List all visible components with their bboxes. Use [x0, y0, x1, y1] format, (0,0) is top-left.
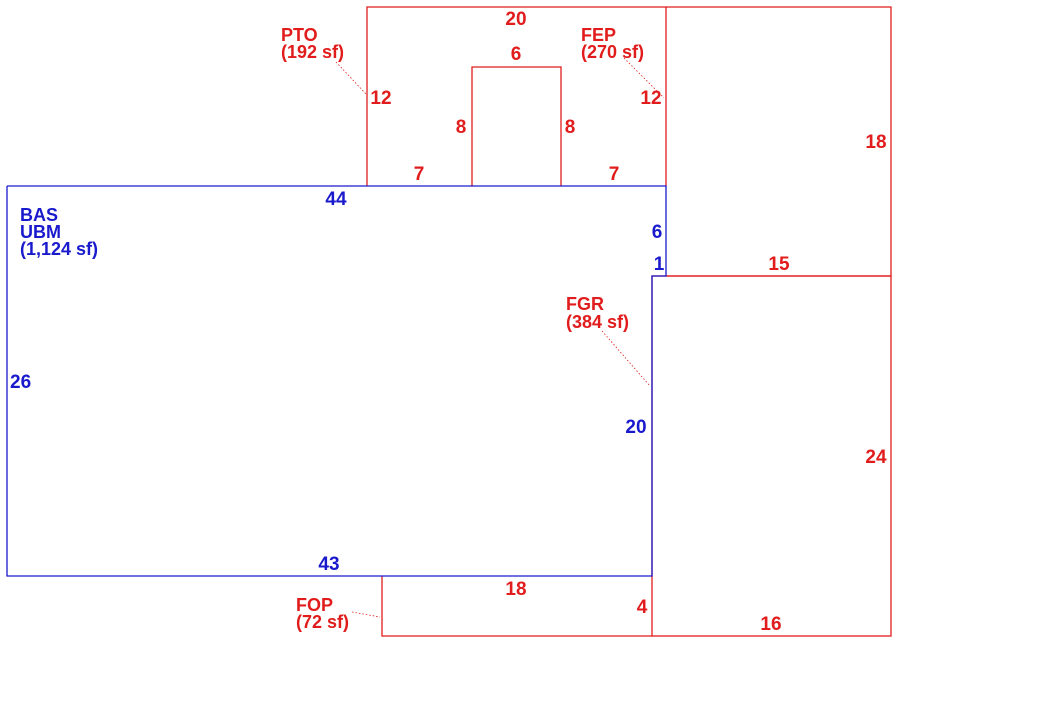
dim-bas-right-step: 1 — [654, 254, 665, 275]
dim-bas-top: 44 — [325, 189, 347, 210]
fgr-label-code: FGR — [566, 294, 604, 314]
dim-fgr-right: 24 — [865, 447, 887, 468]
ubm-label-code: UBM — [20, 222, 61, 242]
dim-pto-bottom-left: 7 — [414, 164, 425, 185]
bas-label-code: BAS — [20, 205, 58, 225]
dim-pto-bottom-right: 7 — [609, 164, 620, 185]
dim-pto-top: 20 — [505, 9, 526, 30]
dim-bas-bottom: 43 — [318, 554, 339, 575]
pto-fep-outline — [366, 6, 667, 186]
fop-label-size: (72 sf) — [296, 612, 349, 632]
dim-notch-top: 6 — [511, 44, 522, 65]
fop-label-code: FOP — [296, 595, 333, 615]
dim-fop-top: 18 — [505, 579, 526, 600]
dim-bas-right-lower: 20 — [625, 417, 646, 438]
fop-outline — [381, 576, 652, 637]
pto-label-code: PTO — [281, 25, 318, 45]
fgr-outline — [651, 275, 892, 637]
bas-outline — [6, 185, 667, 577]
dim-fep-right: 12 — [640, 88, 661, 109]
fgr-label-size: (384 sf) — [566, 312, 629, 332]
dim-fgr-bottom: 16 — [760, 614, 781, 635]
dim-side-bottom: 15 — [768, 254, 790, 275]
dim-notch-right: 8 — [565, 117, 576, 138]
fgr-leader — [601, 330, 651, 387]
fep-label-code: FEP — [581, 25, 616, 45]
fep-leader — [623, 57, 665, 99]
notch-outline — [471, 66, 562, 186]
dim-side-right: 18 — [865, 132, 886, 153]
fop-leader — [351, 611, 381, 618]
leader-lines — [335, 57, 665, 618]
dim-fop-right: 4 — [637, 597, 648, 618]
dim-bas-left: 26 — [10, 372, 31, 393]
fep-label-size: (270 sf) — [581, 42, 644, 62]
dim-notch-left: 8 — [456, 117, 467, 138]
bas-label-size: (1,124 sf) — [20, 239, 98, 259]
dim-bas-right-upper: 6 — [652, 222, 663, 243]
dim-pto-left: 12 — [370, 88, 391, 109]
side-room-outline — [666, 6, 892, 277]
pto-label-size: (192 sf) — [281, 42, 344, 62]
pto-leader — [335, 61, 367, 95]
